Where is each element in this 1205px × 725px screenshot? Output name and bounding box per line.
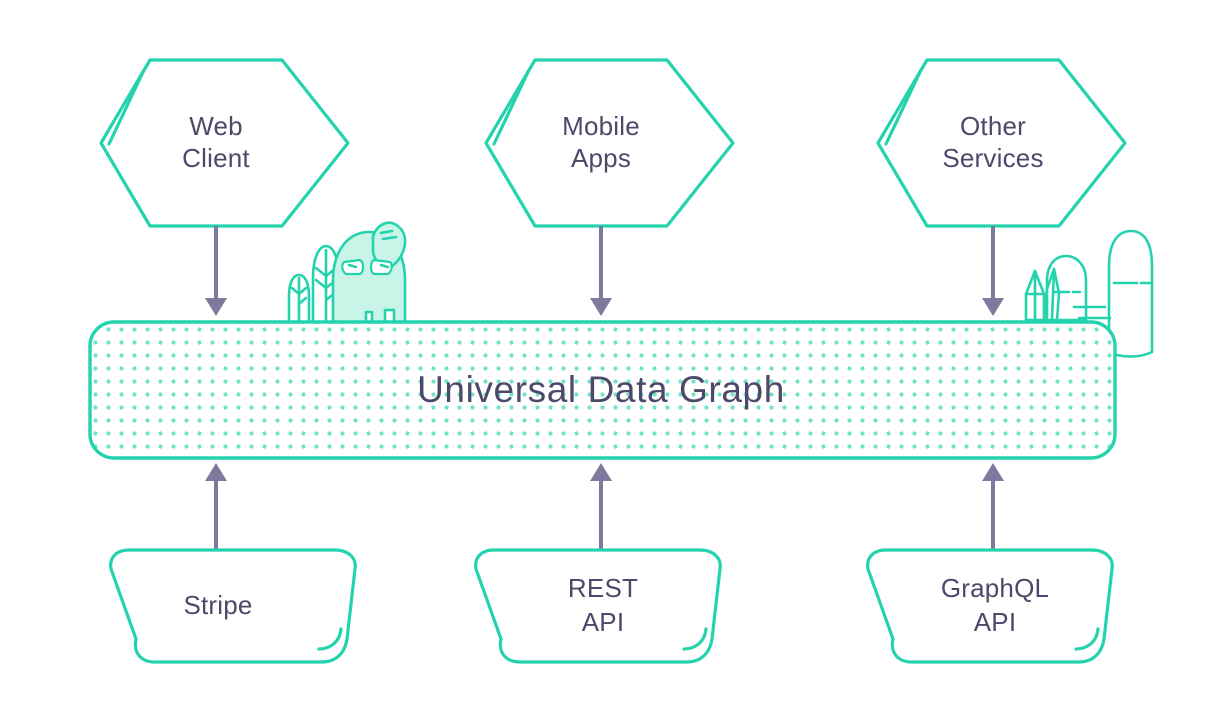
- source-node-rest-api[interactable]: REST API: [474, 548, 722, 664]
- source-label-line1: GraphQL: [941, 573, 1049, 603]
- consumer-label-line2: Apps: [571, 143, 631, 173]
- connector-other-services-to-graph: [982, 226, 1004, 316]
- connector-mobile-apps-to-graph: [590, 226, 612, 316]
- connector-rest-api-to-graph: [590, 463, 612, 553]
- consumer-node-mobile-apps[interactable]: Mobile Apps: [484, 58, 735, 228]
- source-node-stripe[interactable]: Stripe: [109, 548, 357, 664]
- source-label-line1: REST: [568, 573, 638, 603]
- consumer-label-line1: Mobile: [562, 111, 640, 141]
- connector-graphql-api-to-graph: [982, 463, 1004, 553]
- crystal-cluster-decoration: [1024, 267, 1061, 322]
- rock-hills-decoration: [1045, 229, 1154, 358]
- consumer-label-line2: Client: [182, 143, 250, 173]
- mascot-ghost-decoration: [331, 221, 407, 324]
- connector-web-client-to-graph: [205, 226, 227, 316]
- consumer-label-line1: Other: [960, 111, 1026, 141]
- consumer-node-web-client[interactable]: Web Client: [99, 58, 350, 228]
- consumer-node-other-services[interactable]: Other Services: [876, 58, 1127, 228]
- source-label-line1: Stripe: [183, 590, 252, 620]
- universal-data-graph-bar[interactable]: Universal Data Graph: [88, 320, 1117, 460]
- connector-stripe-to-graph: [205, 463, 227, 553]
- consumer-label-line1: Web: [189, 111, 243, 141]
- source-node-graphql-api[interactable]: GraphQL API: [866, 548, 1114, 664]
- consumer-label-line2: Services: [942, 143, 1043, 173]
- source-label-line2: API: [974, 607, 1017, 637]
- center-bar-label: Universal Data Graph: [417, 369, 785, 410]
- source-label-line2: API: [582, 607, 625, 637]
